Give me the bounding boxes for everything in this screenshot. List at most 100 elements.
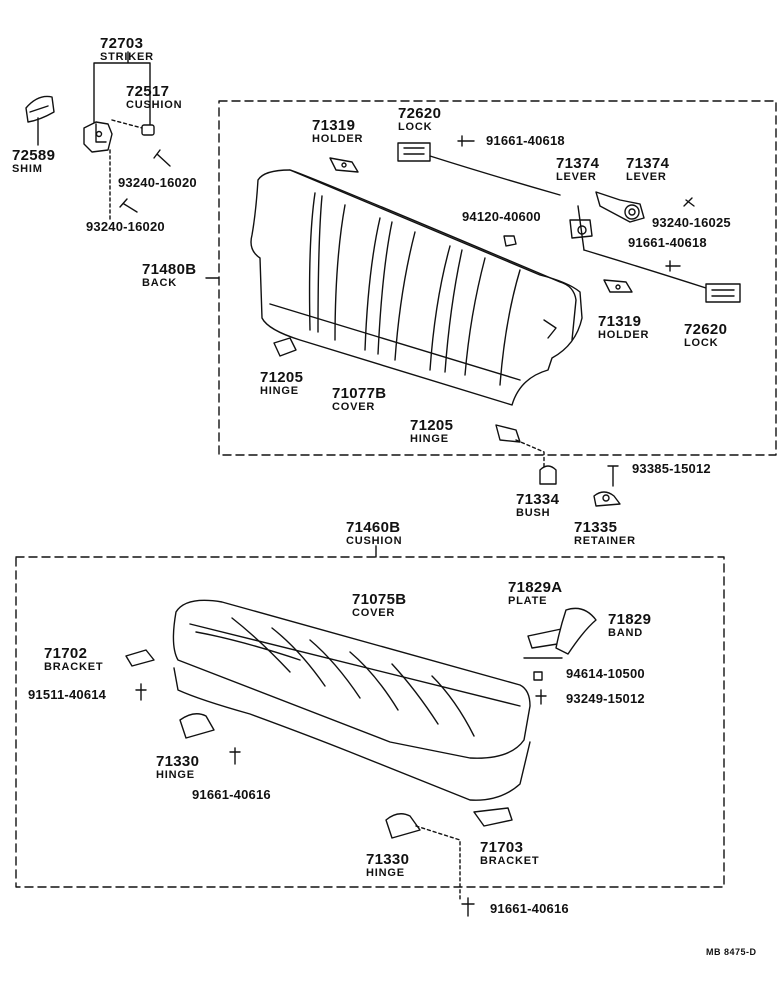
- callout-holder-lower: 71319 HOLDER: [598, 314, 649, 341]
- callout-number: 71205: [260, 369, 304, 386]
- callout-plate: 71829A PLATE: [508, 580, 562, 607]
- callout-bracket-right: 71703 BRACKET: [480, 840, 539, 867]
- callout-number: 71374: [626, 155, 670, 172]
- fastener-label: 91511-40614: [28, 687, 107, 702]
- band-shape: [523, 607, 597, 659]
- fastener-label: 93240-16020: [86, 219, 165, 234]
- callout-hinge-back-right: 71205 HINGE: [410, 418, 453, 445]
- callout-lever-left: 71374 LEVER: [556, 156, 599, 183]
- callout-name: BRACKET: [44, 661, 104, 673]
- bracket-left-bolt: [135, 683, 147, 701]
- callout-lock-lower: 72620 LOCK: [684, 322, 727, 349]
- lever-screw: [683, 197, 695, 207]
- striker-bolt-1: [153, 149, 171, 167]
- callout-bush: 71334 BUSH: [516, 492, 559, 519]
- callout-name: LEVER: [626, 171, 667, 183]
- callout-cushion-stop: 72517 CUSHION: [126, 84, 182, 111]
- callout-lever-right: 71374 LEVER: [626, 156, 669, 183]
- callout-shim: 72589 SHIM: [12, 148, 55, 175]
- callout-name: SHIM: [12, 163, 43, 175]
- callout-name: RETAINER: [574, 535, 636, 547]
- callout-name: CUSHION: [346, 535, 403, 547]
- shim-shape: [25, 95, 55, 146]
- retainer-screw: [607, 465, 619, 487]
- callout-number: 71319: [598, 313, 642, 330]
- callout-name: BAND: [608, 627, 643, 639]
- callout-number: 72620: [398, 105, 442, 122]
- callout-name: HOLDER: [312, 133, 364, 145]
- callout-name: HOLDER: [598, 329, 650, 341]
- callout-number: 72703: [100, 35, 144, 52]
- fastener-label: 93249-15012: [566, 691, 645, 706]
- callout-name: HINGE: [156, 769, 195, 781]
- retainer-shape: [593, 491, 621, 507]
- fastener-label: 91661-40618: [628, 235, 707, 250]
- fastener-label: 93240-16025: [652, 215, 731, 230]
- callout-name: HINGE: [366, 867, 405, 879]
- callout-name: LOCK: [398, 121, 433, 133]
- fastener-label: 91661-40616: [490, 901, 569, 916]
- callout-name: COVER: [352, 607, 396, 619]
- bracket-right-shape: [473, 807, 513, 827]
- callout-number: 72620: [684, 321, 728, 338]
- callout-name: CUSHION: [126, 99, 183, 111]
- callout-hinge-cushion-center: 71330 HINGE: [366, 852, 409, 879]
- lock-lower-bolt: [665, 260, 681, 272]
- lever-right-shape: [595, 191, 645, 223]
- callout-name: BACK: [142, 277, 177, 289]
- callout-retainer: 71335 RETAINER: [574, 520, 636, 547]
- callout-number: 71335: [574, 519, 618, 536]
- callout-lock-upper: 72620 LOCK: [398, 106, 441, 133]
- hinge-cushion-center-shape: [385, 813, 461, 901]
- callout-cushion: 71460B CUSHION: [346, 520, 402, 547]
- band-washer: [533, 671, 543, 681]
- callout-number: 71829A: [508, 579, 563, 596]
- striker-bolt-2: [119, 198, 138, 213]
- callout-striker: 72703 STRIKER: [100, 36, 154, 63]
- fastener-label: 94614-10500: [566, 666, 645, 681]
- callout-name: COVER: [332, 401, 376, 413]
- bush-shape: [539, 465, 557, 485]
- callout-number: 71460B: [346, 519, 401, 536]
- callout-number: 71205: [410, 417, 454, 434]
- callout-number: 71075B: [352, 591, 407, 608]
- seat-back-shape: [250, 169, 583, 406]
- callout-cushion-cover: 71075B COVER: [352, 592, 406, 619]
- callout-number: 71829: [608, 611, 652, 628]
- diagram-code: MB 8475-D: [706, 947, 757, 957]
- callout-number: 71330: [366, 851, 410, 868]
- callout-back: 71480B BACK: [142, 262, 196, 289]
- holder-lower-shape: [603, 279, 633, 293]
- seat-cushion-group-box: [15, 556, 725, 888]
- callout-number: 71703: [480, 839, 524, 856]
- callout-back-cover: 71077B COVER: [332, 386, 386, 413]
- lock-upper-shape: [397, 142, 561, 196]
- fastener-label: 94120-40600: [462, 209, 541, 224]
- fastener-label: 93240-16020: [118, 175, 197, 190]
- callout-number: 71334: [516, 491, 560, 508]
- callout-number: 72589: [12, 147, 56, 164]
- callout-name: HINGE: [410, 433, 449, 445]
- bracket-left-shape: [125, 649, 155, 667]
- callout-holder-upper: 71319 HOLDER: [312, 118, 363, 145]
- fastener-label: 91661-40618: [486, 133, 565, 148]
- callout-name: LOCK: [684, 337, 719, 349]
- fastener-label: 93385-15012: [632, 461, 711, 476]
- seat-cushion-shape: [172, 599, 531, 801]
- callout-hinge-cushion-left: 71330 HINGE: [156, 754, 199, 781]
- callout-number: 71480B: [142, 261, 197, 278]
- callout-number: 71077B: [332, 385, 387, 402]
- callout-number: 71319: [312, 117, 356, 134]
- cushion-stop-shape: [111, 119, 155, 136]
- callout-name: PLATE: [508, 595, 548, 607]
- callout-name: BUSH: [516, 507, 551, 519]
- callout-name: LEVER: [556, 171, 597, 183]
- callout-name: BRACKET: [480, 855, 540, 867]
- hinge-back-right-shape: [495, 424, 545, 471]
- back-nut: [503, 235, 517, 247]
- callout-name: HINGE: [260, 385, 299, 397]
- lever-left-shape: [569, 205, 593, 251]
- band-screw: [535, 689, 547, 705]
